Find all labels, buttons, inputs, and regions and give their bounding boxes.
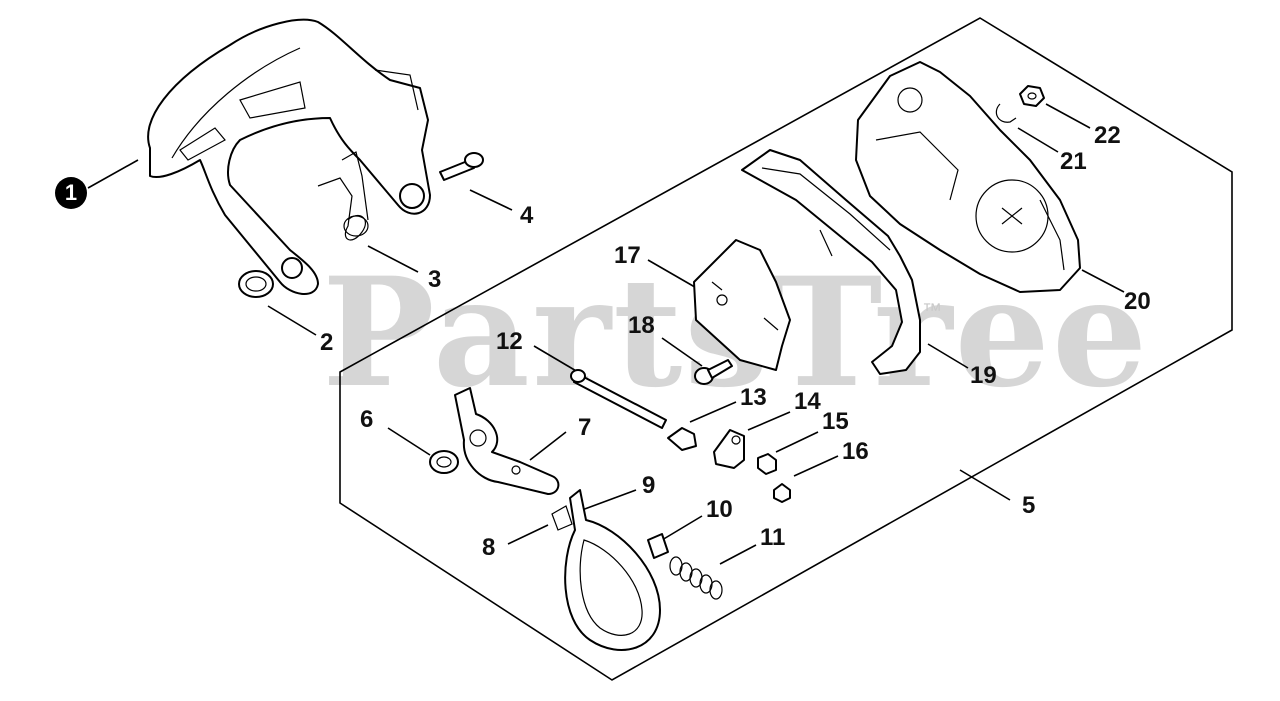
callout-15[interactable]: 15 [822,408,849,435]
callout-19[interactable]: 19 [970,362,997,389]
callout-16[interactable]: 16 [842,438,869,465]
callout-2[interactable]: 2 [320,329,334,356]
guide-block-part [647,533,669,559]
screw-part [694,359,733,385]
compression-spring-part [669,556,723,600]
assembly-box-outline [339,17,1233,681]
callout-1[interactable]: 1 [55,177,87,209]
watermark-trademark: ™ [922,300,942,322]
callout-7[interactable]: 7 [578,414,592,441]
callout-20[interactable]: 20 [1124,288,1151,315]
chain-guard-part [741,149,921,375]
callout-17[interactable]: 17 [614,242,641,269]
callout-10[interactable]: 10 [706,496,733,523]
callout-4[interactable]: 4 [520,202,534,229]
chain-adjuster-part [713,429,745,469]
adjuster-pin-part [667,427,697,451]
small-nut-part [773,483,791,503]
callout-22[interactable]: 22 [1094,122,1121,149]
nut-part [757,453,777,475]
stud-bolt-part [570,369,667,429]
retaining-clip-part [995,103,1017,123]
callout-8[interactable]: 8 [482,534,496,561]
bushing-part [238,270,274,298]
pin-part [439,152,484,181]
callout-21[interactable]: 21 [1060,148,1087,175]
callout-14[interactable]: 14 [794,388,821,415]
cover-nut-part [1019,85,1045,107]
washer-part [429,450,459,474]
torsion-spring-part [317,151,369,241]
callout-6[interactable]: 6 [360,406,374,433]
sprocket-cover-part [855,61,1081,293]
callout-11[interactable]: 11 [760,524,786,551]
callout-12[interactable]: 12 [496,328,523,355]
leader-lines [87,103,1125,565]
callout-3[interactable]: 3 [428,266,442,293]
brake-band-part [551,489,661,651]
front-hand-guard-part [147,18,431,295]
callout-13[interactable]: 13 [740,384,767,411]
callout-5[interactable]: 5 [1022,492,1036,519]
callout-18[interactable]: 18 [628,312,655,339]
brake-lever-part [454,387,560,495]
callout-9[interactable]: 9 [642,472,656,499]
guide-plate-part [693,239,791,371]
